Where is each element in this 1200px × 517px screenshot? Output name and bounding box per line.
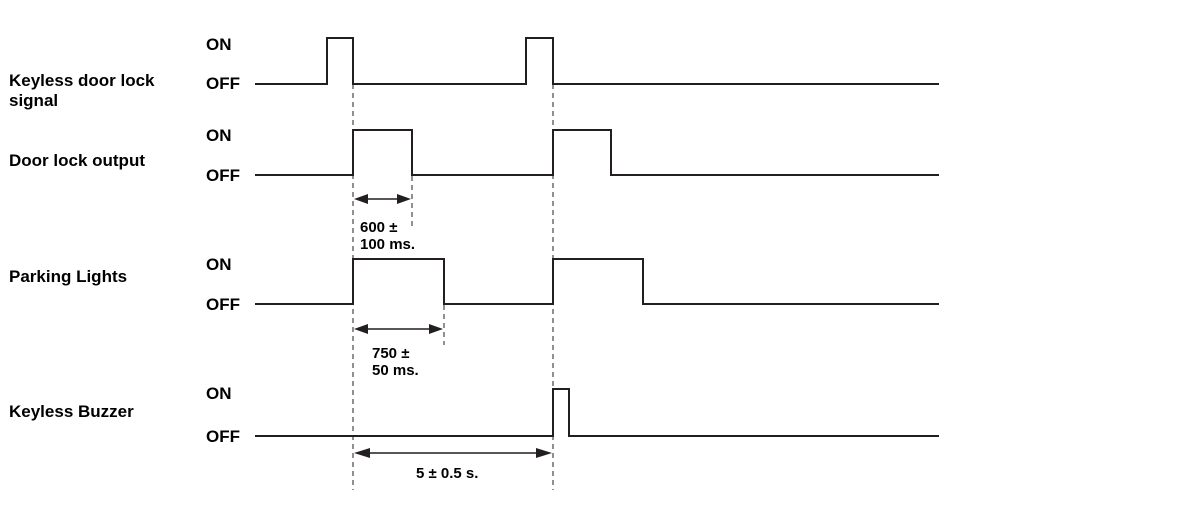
signal-name-parking-lights: Parking Lights: [9, 267, 127, 286]
state-label-off: OFF: [206, 295, 240, 314]
state-label-on: ON: [206, 35, 232, 54]
dimension-label: 750 ± 50 ms.: [372, 345, 419, 379]
arrowhead-right: [536, 448, 552, 458]
waveform-door-lock-output: [255, 129, 939, 176]
signal-name-keyless-door-lock: Keyless door lock signal: [9, 71, 159, 110]
dimension-buzzer-delay: 5 ± 0.5 s.: [354, 448, 552, 482]
waveform-keyless-door-lock-signal: [255, 37, 939, 85]
signal-name-line: Keyless door lock: [9, 71, 155, 90]
arrowhead-left: [354, 194, 368, 204]
arrowhead-right: [429, 324, 443, 334]
state-label-off: OFF: [206, 166, 240, 185]
arrowhead-left: [354, 448, 370, 458]
dimension-door-lock-pulse: 600 ± 100 ms.: [354, 194, 415, 253]
waveform-keyless-buzzer: [255, 388, 939, 437]
dimension-label-line: 50 ms.: [372, 362, 419, 379]
waveform-parking-lights: [255, 258, 939, 305]
dimension-label-line: 600 ±: [360, 219, 397, 236]
state-label-on: ON: [206, 255, 232, 274]
signal-name-keyless-buzzer: Keyless Buzzer: [9, 402, 134, 421]
arrowhead-right: [397, 194, 411, 204]
signal-name-line: signal: [9, 91, 58, 110]
arrowhead-left: [354, 324, 368, 334]
dimension-parking-lights-pulse: 750 ± 50 ms.: [354, 324, 443, 379]
dimension-label: 5 ± 0.5 s.: [416, 465, 478, 482]
signal-name-door-lock-output: Door lock output: [9, 151, 145, 170]
state-label-off: OFF: [206, 74, 240, 93]
dimension-label: 600 ± 100 ms.: [360, 219, 415, 253]
state-label-off: OFF: [206, 427, 240, 446]
state-label-on: ON: [206, 126, 232, 145]
state-label-on: ON: [206, 384, 232, 403]
dimension-label-line: 750 ±: [372, 345, 409, 362]
dimension-label-line: 100 ms.: [360, 236, 415, 253]
